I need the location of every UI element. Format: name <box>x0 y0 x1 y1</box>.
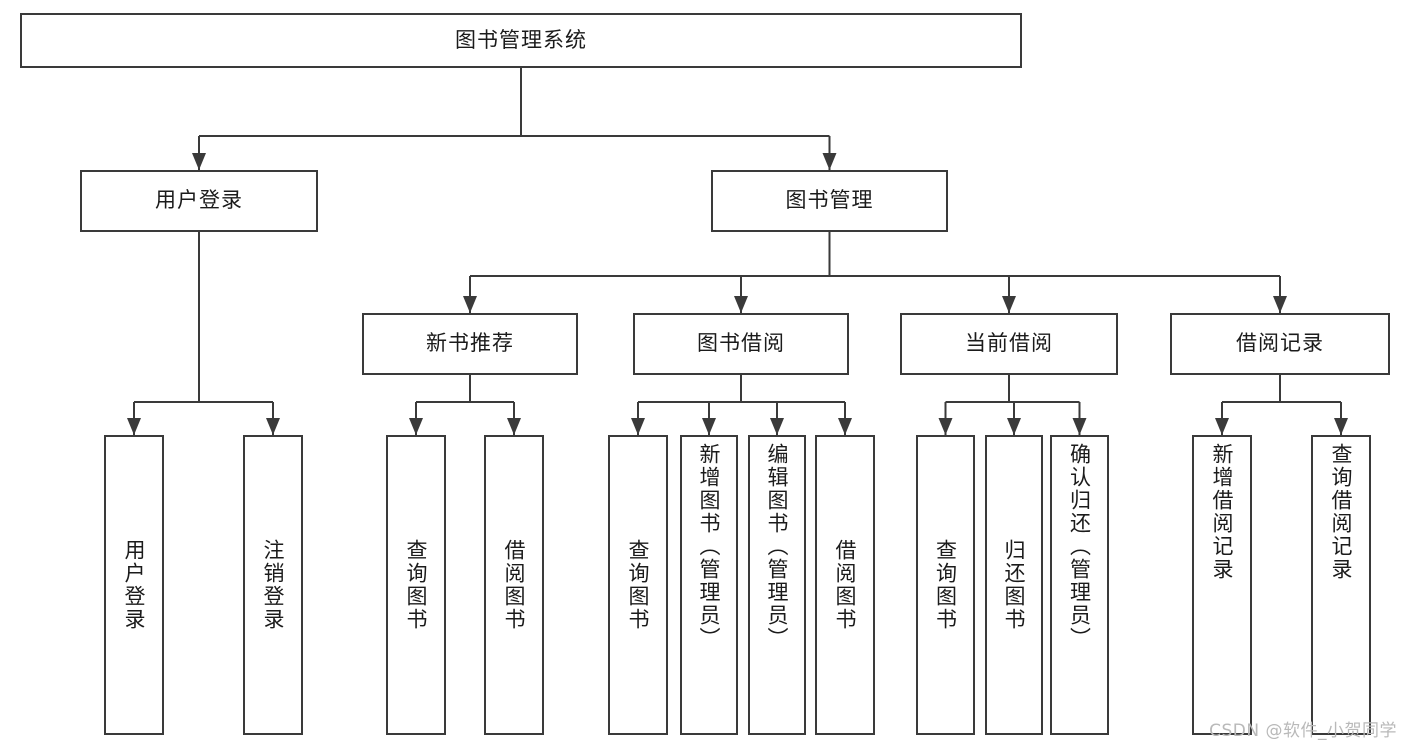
watermark-text: CSDN @软件_小贺同学 <box>1209 721 1397 741</box>
node-user-login[interactable]: 用户登录 <box>80 170 318 232</box>
node-label: 用户登录 <box>122 539 147 631</box>
node-leaf-cb-confirm-return[interactable]: 确认归还（管理员） <box>1050 435 1109 735</box>
node-label: 借阅记录 <box>1236 331 1324 356</box>
node-label: 借阅图书 <box>502 539 527 631</box>
node-label: 查询图书 <box>626 539 651 631</box>
node-label: 借阅图书 <box>833 539 858 631</box>
node-label: 归还图书 <box>1002 539 1027 631</box>
node-leaf-rec-query-book[interactable]: 查询图书 <box>386 435 446 735</box>
node-leaf-br-add-record[interactable]: 新增借阅记录 <box>1192 435 1252 735</box>
node-leaf-bb-borrow-book[interactable]: 借阅图书 <box>815 435 875 735</box>
node-label: 图书借阅 <box>697 331 785 356</box>
node-leaf-bb-add-book[interactable]: 新增图书（管理员） <box>680 435 738 735</box>
node-label: 查询图书 <box>933 539 958 631</box>
node-book-manage[interactable]: 图书管理 <box>711 170 948 232</box>
node-label: 查询图书 <box>404 539 429 631</box>
node-current-borrow[interactable]: 当前借阅 <box>900 313 1118 375</box>
node-leaf-cb-query-book[interactable]: 查询图书 <box>916 435 975 735</box>
node-new-book-rec[interactable]: 新书推荐 <box>362 313 578 375</box>
node-label: 图书管理 <box>785 188 874 213</box>
node-label: 注销登录 <box>261 539 286 631</box>
node-leaf-user-login[interactable]: 用户登录 <box>104 435 164 735</box>
node-leaf-rec-borrow-book[interactable]: 借阅图书 <box>484 435 544 735</box>
node-root[interactable]: 图书管理系统 <box>20 13 1022 68</box>
node-label: 新增借阅记录 <box>1210 443 1235 581</box>
node-label: 图书管理系统 <box>455 27 587 52</box>
node-leaf-bb-query-book[interactable]: 查询图书 <box>608 435 668 735</box>
node-label: 确认归还（管理员） <box>1067 443 1092 650</box>
node-label: 编辑图书（管理员） <box>765 443 790 650</box>
node-book-borrow[interactable]: 图书借阅 <box>633 313 849 375</box>
node-label: 用户登录 <box>155 188 243 213</box>
node-leaf-bb-edit-book[interactable]: 编辑图书（管理员） <box>748 435 806 735</box>
node-label: 新增图书（管理员） <box>697 443 722 650</box>
node-leaf-logout[interactable]: 注销登录 <box>243 435 303 735</box>
node-label: 查询借阅记录 <box>1329 443 1354 581</box>
node-label: 当前借阅 <box>965 331 1053 356</box>
node-label: 新书推荐 <box>426 331 514 356</box>
node-borrow-record[interactable]: 借阅记录 <box>1170 313 1390 375</box>
node-leaf-br-query-record[interactable]: 查询借阅记录 <box>1311 435 1371 735</box>
node-leaf-cb-return-book[interactable]: 归还图书 <box>985 435 1043 735</box>
